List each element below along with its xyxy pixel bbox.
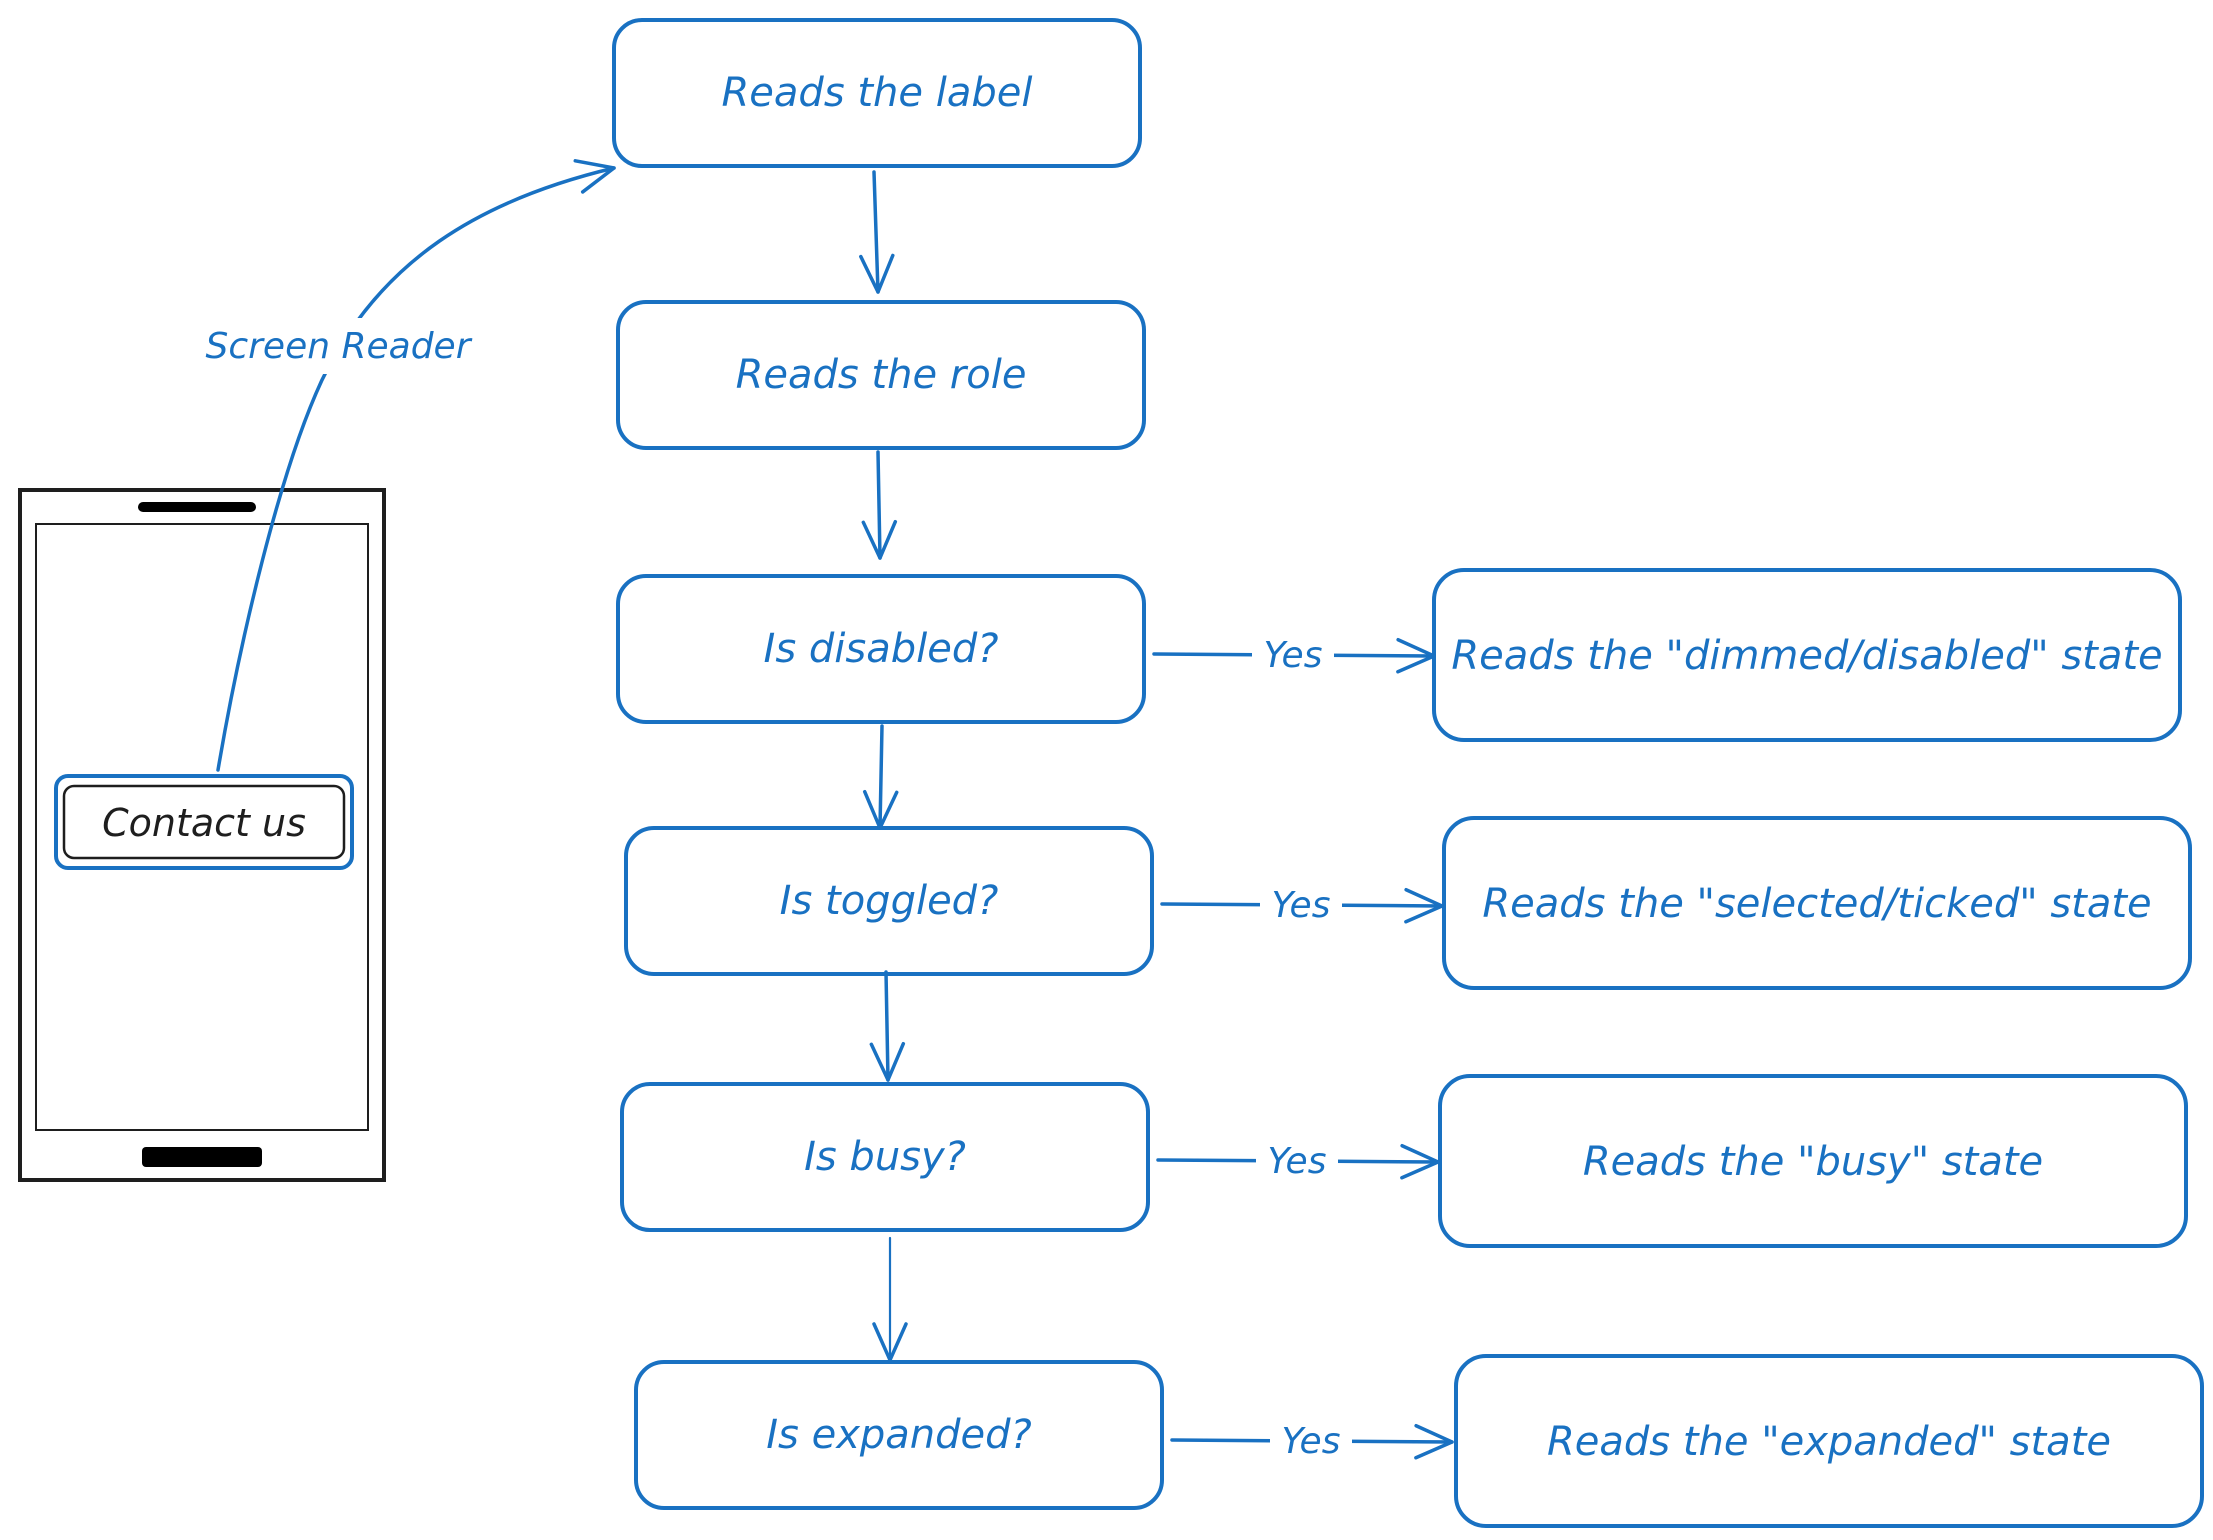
edge-busy-yes-label: Yes (1268, 1141, 1327, 1182)
screen-reader-label-bg (190, 318, 480, 374)
node-is-expanded-box (634, 1360, 1164, 1510)
contact-us-button[interactable]: Contact us (54, 774, 354, 870)
edge-expanded-yes-label-bg (1270, 1412, 1352, 1466)
phone: Contact us (18, 488, 386, 1182)
edge-role-to-disabled (861, 450, 898, 560)
node-is-busy-text: Is busy? (804, 1134, 966, 1180)
screen-reader-label: Screen Reader (205, 326, 472, 367)
node-reads-label-box (612, 18, 1142, 168)
node-outcome-busy-text: Reads the "busy" state (1583, 1139, 2043, 1185)
node-is-expanded-text: Is expanded? (766, 1412, 1032, 1458)
phone-home-bar (142, 1147, 262, 1167)
node-outcome-busy: Reads the "busy" state (1438, 1074, 2188, 1248)
node-reads-label: Reads the label (612, 18, 1142, 168)
node-reads-role-box (616, 300, 1146, 450)
edge-toggled-yes-label: Yes (1272, 885, 1331, 926)
node-outcome-disabled-text: Reads the "dimmed/disabled" state (1451, 633, 2162, 679)
edge-busy-yes-label-bg (1256, 1132, 1338, 1186)
node-is-expanded: Is expanded? (634, 1360, 1164, 1510)
node-outcome-expanded: Reads the "expanded" state (1454, 1354, 2204, 1528)
node-outcome-expanded-box (1454, 1354, 2204, 1528)
node-outcome-disabled: Reads the "dimmed/disabled" state (1432, 568, 2182, 742)
edge-disabled-yes: Yes (1152, 626, 1436, 680)
edge-expanded-yes: Yes (1170, 1412, 1454, 1466)
edge-toggled-yes-label-bg (1260, 876, 1342, 930)
node-outcome-toggled: Reads the "selected/ticked" state (1442, 816, 2192, 990)
edge-toggled-to-busy (869, 970, 906, 1082)
edge-busy-yes: Yes (1156, 1132, 1440, 1186)
node-is-busy: Is busy? (620, 1082, 1150, 1232)
node-outcome-toggled-box (1442, 816, 2192, 990)
edge-disabled-to-toggled (862, 724, 899, 830)
edge-expanded-yes-label: Yes (1282, 1421, 1341, 1462)
node-is-disabled-box (616, 574, 1146, 724)
phone-earpiece (138, 502, 256, 512)
edge-toggled-yes: Yes (1160, 876, 1444, 930)
node-outcome-busy-box (1438, 1074, 2188, 1248)
contact-us-button-face[interactable] (62, 784, 346, 860)
node-reads-label-text: Reads the label (722, 70, 1033, 116)
edge-disabled-yes-label-bg (1252, 626, 1334, 680)
node-is-busy-box (620, 1082, 1150, 1232)
node-is-disabled-text: Is disabled? (764, 626, 999, 672)
screen-reader-edge: Screen Reader (190, 159, 616, 772)
node-is-toggled: Is toggled? (624, 826, 1154, 976)
node-outcome-expanded-text: Reads the "expanded" state (1547, 1419, 2111, 1465)
contact-us-button-label: Contact us (102, 801, 306, 845)
node-reads-role-text: Reads the role (736, 352, 1027, 398)
node-is-disabled: Is disabled? (616, 574, 1146, 724)
edge-disabled-yes-label: Yes (1264, 635, 1323, 676)
node-reads-role: Reads the role (616, 300, 1146, 450)
screen-reader-arrow (216, 159, 616, 772)
edge-label-to-role (859, 170, 895, 294)
node-outcome-toggled-text: Reads the "selected/ticked" state (1482, 881, 2151, 927)
node-is-toggled-text: Is toggled? (780, 878, 999, 924)
